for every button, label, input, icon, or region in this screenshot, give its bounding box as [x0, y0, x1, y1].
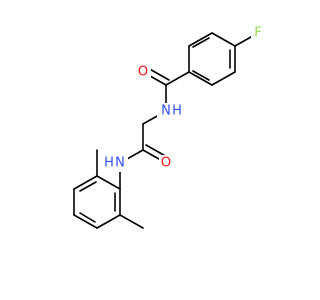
- ring1-bond: [211, 71, 236, 86]
- ring2-bond: [96, 214, 121, 229]
- ring2-inner-double-bond: [79, 181, 97, 192]
- aryl-amide-hydrogen-label: H: [104, 156, 114, 171]
- atom-label-layer: F O N H O H N: [102, 25, 266, 172]
- carbonyl-oxygen-background: [136, 64, 151, 80]
- amide-nitrogen-label: N: [161, 104, 171, 119]
- ring1-inner-double-bond: [192, 37, 210, 48]
- ring2-bond: [96, 175, 121, 190]
- ring1-bond: [188, 32, 213, 47]
- second-carbonyl-oxygen-background: [159, 155, 174, 171]
- amide-hydrogen-label: H: [172, 104, 182, 119]
- ring2-inner-double-bond: [79, 212, 96, 223]
- bond-layer: [73, 32, 259, 229]
- aryl-amide-nitrogen-background: [102, 155, 128, 172]
- methyl-bond: [119, 214, 144, 229]
- ring1-inner-double-bond: [192, 70, 210, 81]
- second-carbonyl-oxygen-label: O: [161, 156, 171, 171]
- fluorine-atom-background: [251, 25, 266, 41]
- carbonyl-oxygen-label: O: [138, 65, 148, 80]
- ring1-bond: [188, 71, 213, 86]
- fluorine-atom-label: F: [254, 26, 261, 41]
- aryl-amide-nitrogen-label: N: [115, 156, 125, 171]
- ring2-bond: [73, 214, 98, 229]
- ring2-bond: [73, 175, 98, 190]
- ring1-bond: [211, 32, 236, 47]
- amide-nitrogen-background: [157, 103, 183, 120]
- molecule-structure-diagram: F O N H O H N: [73, 25, 266, 229]
- ring-carbonyl-bond: [165, 71, 190, 86]
